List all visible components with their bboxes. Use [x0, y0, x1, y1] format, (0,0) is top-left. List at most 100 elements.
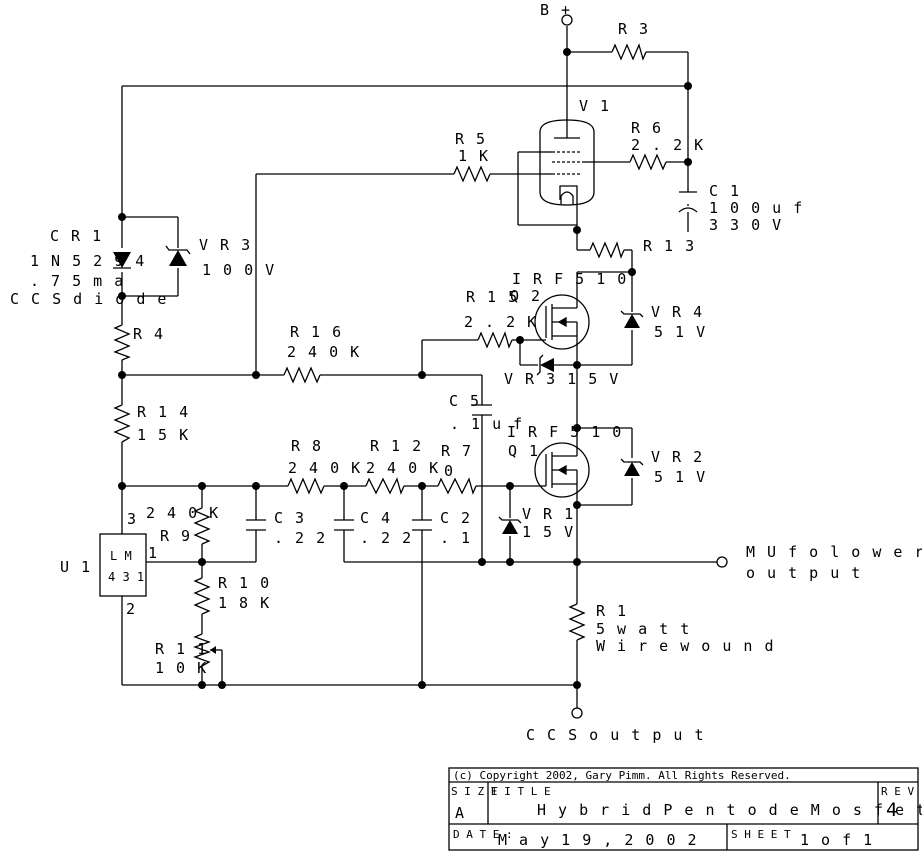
label-r9: R 9	[160, 527, 192, 545]
component-labels: B + R 3 V 1 R 5 1 K R 6 2 . 2 K C 1 1 0 …	[10, 1, 922, 744]
date-value: M a y 1 9 , 2 0 0 2	[498, 831, 698, 849]
sheet-value: 1 o f 1	[800, 831, 874, 849]
label-r6: R 6	[631, 119, 663, 137]
label-r7: R 7	[441, 442, 473, 460]
label-r8-value: 2 4 0 K	[288, 459, 362, 477]
label-r1-desc: W i r e w o u n d	[596, 637, 775, 655]
terminal-mu-output	[716, 556, 728, 568]
label-q2-part: I R F 5 1 0	[512, 270, 628, 288]
label-vr2: V R 2	[651, 448, 704, 466]
mosfet-q2	[534, 294, 590, 350]
resistor-r10	[193, 577, 211, 615]
label-vr3-top-value: 1 0 0 V	[202, 261, 276, 279]
resistor-r1	[568, 603, 586, 641]
label-r3: R 3	[618, 20, 650, 38]
label-u1-part-2: 4 3 1	[108, 570, 144, 584]
label-r15: R 1 5	[466, 288, 519, 306]
terminal-b-plus	[561, 14, 573, 26]
label-cr1: C R 1	[50, 227, 103, 245]
label-r4: R 4	[133, 325, 165, 343]
resistor-r16	[283, 366, 321, 384]
resistor-r13	[589, 241, 625, 259]
size-label: S I Z E	[451, 785, 497, 798]
resistor-r14	[113, 404, 131, 443]
label-u1-pin2: 2	[126, 600, 137, 618]
label-r10: R 1 0	[218, 574, 271, 592]
label-u1-part-1: L M	[110, 549, 132, 563]
resistors	[113, 43, 667, 667]
diodes	[113, 245, 644, 534]
label-r5: R 5	[455, 130, 487, 148]
rev-value: 4	[886, 799, 897, 821]
label-c4: C 4	[360, 509, 392, 527]
resistor-r3	[611, 43, 647, 61]
label-u1-pin1: 1	[148, 544, 159, 562]
rev-label: R E V	[881, 785, 914, 798]
capacitors	[246, 191, 698, 531]
mosfet-q1	[534, 442, 590, 498]
date-label: D A T E :	[453, 828, 513, 841]
r11-wiper-arrow	[210, 646, 216, 654]
label-bplus: B +	[540, 1, 572, 19]
resistor-r5	[453, 165, 491, 183]
label-c3-value: . 2 2	[274, 529, 327, 547]
label-r14: R 1 4	[137, 403, 190, 421]
zener-vr2	[620, 458, 644, 476]
label-vr4-value: 5 1 V	[654, 323, 707, 341]
label-q1-part: I R F 5 1 0	[507, 423, 623, 441]
label-q2: Q 2	[510, 287, 542, 305]
title-value: H y b r i d P e n t o d e M o s f e t C …	[537, 801, 922, 819]
label-c4-value: . 2 2	[360, 529, 413, 547]
ic-u1-lm431	[99, 533, 147, 597]
label-c1-value: 1 0 0 u f	[709, 199, 804, 217]
label-vr1-value: 1 5 V	[522, 523, 575, 541]
label-r12: R 1 2	[370, 437, 423, 455]
label-r9-value: 2 4 0 K	[146, 504, 220, 522]
capacitor-c4	[334, 519, 354, 531]
capacitor-c3	[246, 519, 266, 531]
label-vr3-bottom: V R 3 1 5 V	[504, 370, 620, 388]
label-q1: Q 1	[508, 442, 540, 460]
label-c5-value: . 1 u f	[450, 415, 524, 433]
label-r11: R 1 1	[155, 640, 208, 658]
label-vr4: V R 4	[651, 303, 704, 321]
terminal-ccs-output	[571, 707, 583, 719]
title-block: (c) Copyright 2002, Gary Pimm. All Right…	[448, 767, 922, 851]
zener-vr3-top	[165, 245, 191, 266]
label-r7-value: 0	[444, 462, 455, 480]
label-r12-value: 2 4 0 K	[366, 459, 440, 477]
capacitor-c5	[472, 404, 492, 416]
resistor-r9	[193, 507, 211, 545]
label-u1-pin3: 3	[127, 510, 138, 528]
label-r8: R 8	[291, 437, 323, 455]
resistor-r6	[629, 153, 667, 171]
resistor-r12	[365, 477, 405, 495]
capacitor-c2	[412, 519, 432, 531]
label-ccs-output: C C S o u t p u t	[526, 726, 705, 744]
resistor-r11	[193, 633, 211, 667]
label-cr1-desc: C C S d i o d e	[10, 290, 168, 308]
label-c2: C 2	[440, 509, 472, 527]
size-value: A	[455, 804, 466, 822]
label-cr1-current: . 7 5 m a	[30, 272, 125, 290]
label-r1: R 1	[596, 602, 628, 620]
label-c5: C 5	[449, 392, 481, 410]
zener-vr4	[620, 310, 644, 328]
zener-vr3-bottom	[536, 354, 554, 376]
label-c1-voltage: 3 3 0 V	[709, 216, 783, 234]
label-r15-value: 2 . 2 K	[464, 313, 538, 331]
copyright-text: (c) Copyright 2002, Gary Pimm. All Right…	[453, 769, 791, 782]
label-vr3-top: V R 3	[199, 236, 252, 254]
label-vr2-value: 5 1 V	[654, 468, 707, 486]
label-c1: C 1	[709, 182, 741, 200]
label-r10-value: 1 8 K	[218, 594, 271, 612]
label-u1: U 1	[60, 558, 92, 576]
label-r14-value: 1 5 K	[137, 426, 190, 444]
junction-dots	[118, 48, 692, 689]
label-mu-output-1: M U f o l o w e r	[746, 543, 922, 561]
diode-cr1	[113, 252, 131, 269]
label-mu-output-2: o u t p u t	[746, 564, 862, 582]
capacitor-c1	[678, 191, 698, 213]
pentode-tube-v1	[539, 119, 596, 206]
